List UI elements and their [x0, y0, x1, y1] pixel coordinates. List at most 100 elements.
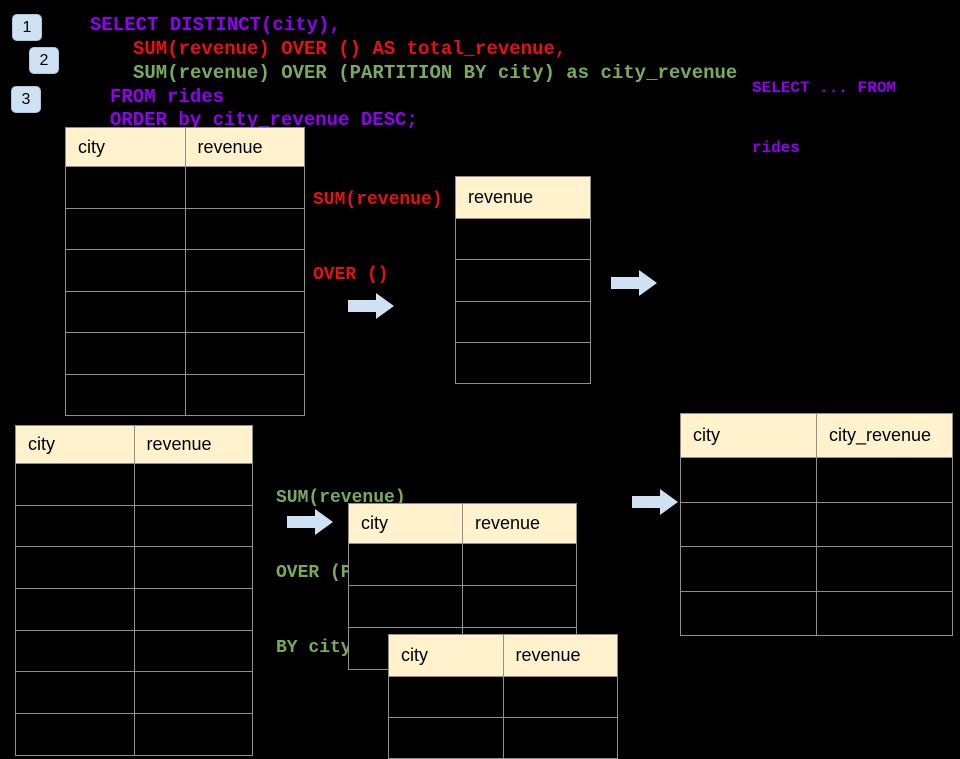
table-cell-empty: [185, 250, 305, 292]
table-cell-empty: [681, 458, 817, 503]
sql-line-partition: SUM(revenue) OVER (PARTITION BY city) as…: [133, 62, 738, 84]
table-row: [681, 502, 953, 547]
table-header-row: city revenue: [389, 635, 618, 677]
table-cell-empty: [349, 544, 463, 586]
table-row: [66, 250, 305, 292]
right-arrow-icon: [348, 293, 394, 319]
table-cell-empty: [134, 714, 253, 756]
table-body: [66, 167, 305, 416]
table-body: [389, 677, 618, 759]
table-row: [66, 208, 305, 250]
sql-line-order: ORDER by city_revenue DESC;: [110, 109, 418, 131]
table-cell-empty: [456, 260, 591, 302]
table-cell-empty: [817, 458, 953, 503]
table-row: [16, 464, 253, 506]
table-cell-empty: [16, 589, 135, 631]
table-cell-empty: [463, 586, 577, 628]
table-city-revenue-result: city city_revenue: [680, 413, 953, 636]
step-badge-1: 1: [12, 14, 42, 41]
right-arrow-icon: [611, 270, 657, 296]
table-header-row: city city_revenue: [681, 414, 953, 458]
step-number: 3: [21, 90, 31, 108]
table-source-top: city revenue: [65, 127, 305, 416]
table-row: [456, 301, 591, 343]
table-row: [16, 630, 253, 673]
table-row: [16, 505, 253, 548]
table-cell-empty: [817, 502, 953, 547]
table-cell-empty: [134, 672, 253, 715]
table-cell-empty: [66, 333, 186, 375]
table-cell-empty: [16, 672, 135, 715]
column-header-city: city: [389, 635, 504, 677]
table-row: [16, 714, 253, 756]
side-note-line: SELECT ... FROM: [752, 79, 897, 97]
table-cell-empty: [134, 630, 253, 673]
table-cell-empty: [16, 547, 135, 590]
table-body: [681, 458, 953, 636]
table-cell-empty: [503, 718, 618, 759]
sql-line-from: FROM rides: [110, 86, 225, 108]
table-cell-empty: [185, 333, 305, 375]
step-badge-3: 3: [11, 86, 41, 113]
table-cell-empty: [66, 250, 186, 292]
table-row: [66, 374, 305, 416]
table-cell-empty: [817, 547, 953, 592]
table-row: [66, 291, 305, 333]
table-row: [456, 219, 591, 261]
sql-line-total: SUM(revenue) OVER () AS total_revenue,: [133, 38, 567, 60]
table-cell-empty: [16, 714, 135, 756]
table-row: [456, 260, 591, 302]
sql-line-select: SELECT DISTINCT(city),: [90, 14, 341, 36]
table-row: [681, 547, 953, 592]
table-header-row: revenue: [456, 177, 591, 219]
table-cell-empty: [185, 167, 305, 209]
table-cell-empty: [349, 586, 463, 628]
table-row: [349, 586, 577, 628]
table-cell-empty: [389, 677, 504, 718]
table-row: [66, 167, 305, 209]
column-header-revenue: revenue: [463, 504, 577, 544]
column-header-city: city: [66, 128, 186, 167]
step-number: 2: [39, 51, 49, 69]
step-badge-2: 2: [29, 47, 59, 74]
table-cell-empty: [456, 342, 591, 385]
table-header-row: city revenue: [349, 504, 577, 544]
table-cell-empty: [681, 547, 817, 592]
side-note: SELECT ... FROM rides: [752, 38, 896, 198]
table-cell-empty: [185, 291, 305, 333]
column-header-revenue: revenue: [456, 177, 591, 219]
table-row: [349, 544, 577, 586]
table-row: [16, 547, 253, 590]
table-cell-empty: [817, 591, 953, 636]
table-cell-empty: [66, 208, 186, 250]
column-header-city: city: [681, 414, 817, 458]
table-cell-empty: [681, 591, 817, 636]
annotation-line: OVER (): [313, 265, 389, 285]
right-arrow-icon: [632, 489, 678, 515]
table-cell-empty: [134, 589, 253, 631]
table-total-result: revenue: [455, 176, 591, 385]
table-row: [66, 333, 305, 375]
column-header-revenue: revenue: [503, 635, 618, 677]
table-row: [16, 672, 253, 715]
table-row: [16, 589, 253, 631]
table-cell-empty: [66, 167, 186, 209]
table-header-row: city revenue: [66, 128, 305, 167]
table-cell-empty: [16, 464, 135, 506]
table-cell-empty: [681, 502, 817, 547]
column-header-revenue: revenue: [134, 426, 253, 464]
table-body: [16, 464, 253, 756]
table-cell-empty: [503, 677, 618, 718]
table-cell-empty: [456, 219, 591, 261]
side-note-line: rides: [752, 139, 801, 157]
column-header-city: city: [349, 504, 463, 544]
table-cell-empty: [134, 464, 253, 506]
table-row: [389, 677, 618, 718]
table-cell-empty: [134, 505, 253, 548]
table-cell-empty: [16, 630, 135, 673]
column-header-city: city: [16, 426, 135, 464]
table-cell-empty: [456, 301, 591, 343]
table-cell-empty: [185, 208, 305, 250]
table-partition-overlay: city revenue: [388, 634, 618, 759]
table-body: [456, 219, 591, 385]
